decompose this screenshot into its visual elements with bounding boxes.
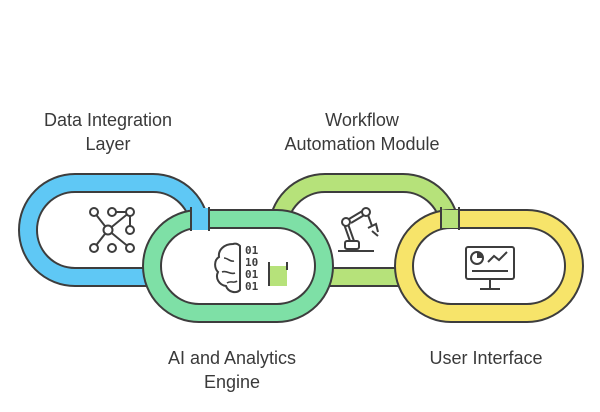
robotic-arm-icon — [338, 207, 379, 252]
binary-row-3: 01 — [245, 268, 259, 281]
label-workflow-line-1: Workflow — [325, 110, 399, 130]
label-workflow-line-2: Automation Module — [284, 134, 440, 154]
dashboard-monitor-icon — [465, 246, 515, 290]
label-ai-line-1: AI and Analytics — [167, 348, 297, 368]
overlap-blue-over-green — [190, 207, 210, 231]
label-ai-analytics-engine: AI and Analytics Engine — [142, 346, 322, 394]
network-nodes-icon — [89, 207, 135, 253]
binary-row-4: 01 — [245, 280, 259, 293]
label-workflow-automation-module: Workflow Automation Module — [262, 108, 462, 156]
brain-binary-icon: 01 10 01 01 — [214, 242, 259, 294]
label-user-interface: User Interface — [396, 346, 576, 370]
label-data-integration-line-1: Data Integration — [43, 110, 173, 130]
label-data-integration-layer: Data Integration Layer — [18, 108, 198, 156]
overlap-lightgreen-over-yellow — [440, 207, 460, 230]
overlap-lightgreen-over-green — [268, 262, 288, 286]
label-ai-line-2: Engine — [203, 372, 261, 392]
label-data-integration-line-2: Layer — [85, 134, 131, 154]
binary-row-2: 10 — [245, 256, 258, 269]
binary-row-1: 01 — [245, 244, 259, 257]
label-user-interface-line-1: User Interface — [429, 348, 543, 368]
